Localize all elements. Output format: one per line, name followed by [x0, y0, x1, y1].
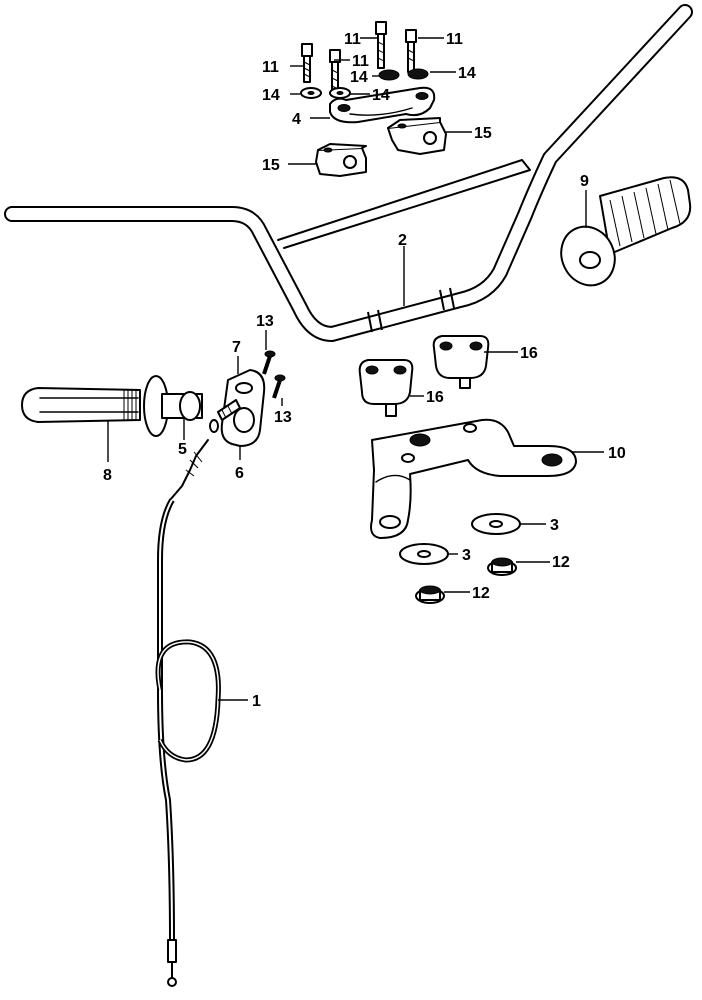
washer-icon: [399, 543, 449, 565]
callout-13: 13: [256, 313, 274, 330]
grip-icon: [21, 375, 203, 437]
clamp-plate-icon: [329, 86, 436, 124]
bolt-icon: [272, 374, 286, 399]
callout-1: 1: [252, 693, 261, 710]
callout-12: 12: [472, 585, 490, 602]
handlebar-icon: [4, 4, 693, 342]
callout-11: 11: [344, 31, 361, 48]
flange-nut-icon: [487, 557, 517, 576]
callout-6: 6: [235, 465, 244, 482]
callout-16: 16: [426, 389, 444, 406]
callout-16: 16: [520, 345, 538, 362]
washer-icon: [300, 87, 322, 99]
throttle-cable-icon: [155, 439, 221, 987]
handlebar-holder-icon: [432, 335, 490, 389]
callout-11: 11: [352, 53, 369, 70]
bracket-icon: [370, 418, 577, 539]
handlebar-holder-icon: [315, 143, 367, 177]
callout-4: 4: [292, 111, 301, 128]
washer-icon: [471, 513, 521, 535]
callout-10: 10: [608, 445, 626, 462]
washer-icon: [378, 69, 400, 81]
flange-nut-icon: [415, 585, 445, 604]
callout-15: 15: [262, 157, 280, 174]
bolt-icon: [375, 21, 387, 69]
washer-icon: [329, 87, 351, 99]
callout-13: 13: [274, 409, 292, 426]
throttle-housing-icon: [217, 369, 266, 447]
callout-12: 12: [552, 554, 570, 571]
callout-9: 9: [580, 173, 589, 190]
callout-5: 5: [178, 441, 187, 458]
callout-3: 3: [550, 517, 559, 534]
callout-3: 3: [462, 547, 471, 564]
callout-8: 8: [103, 467, 112, 484]
bolt-icon: [262, 350, 276, 375]
cable-end-icon: [209, 419, 219, 433]
bolt-icon: [329, 49, 341, 97]
callout-7: 7: [232, 339, 241, 356]
handlebar-holder-icon: [387, 117, 447, 155]
callout-15: 15: [474, 125, 492, 142]
washer-icon: [407, 68, 429, 80]
grip-icon: [560, 176, 692, 287]
bolt-icon: [301, 43, 313, 83]
callout-11: 11: [446, 31, 463, 48]
callout-14: 14: [372, 87, 390, 104]
handlebar-holder-icon: [358, 359, 414, 417]
callout-labels: 1 2 3 3 4 5 6 7 8 9 10 11 11 11 11 12 12…: [103, 31, 626, 710]
callout-2: 2: [398, 232, 407, 249]
callout-11: 11: [262, 59, 279, 76]
callout-14: 14: [262, 87, 280, 104]
leader-lines: [107, 37, 604, 701]
bolt-icon: [405, 29, 417, 73]
callout-14: 14: [458, 65, 476, 82]
callout-14: 14: [350, 69, 368, 86]
